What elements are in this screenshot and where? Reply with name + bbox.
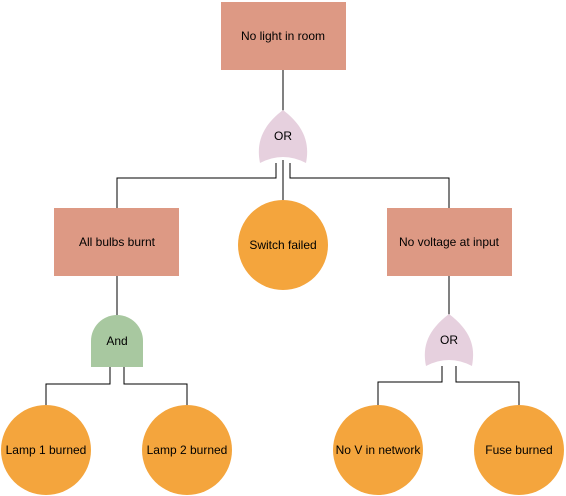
all-bulbs-node[interactable]: All bulbs burnt [54,208,179,276]
all-bulbs-label: All bulbs burnt [79,235,156,249]
lamp1-node[interactable]: Lamp 1 burned [1,405,91,495]
connector-or-to-fuse [455,366,520,407]
top-or-gate[interactable]: OR [258,110,308,163]
lamp1-circle [1,405,91,495]
no-voltage-label: No voltage at input [399,235,500,249]
connector-or-to-no-voltage [289,163,450,208]
connector-or-to-all-bulbs [116,163,277,208]
and-gate-label: And [106,334,127,348]
fuse-label: Fuse burned [485,443,552,457]
and-gate-shape [91,315,143,367]
voltage-or-gate[interactable]: OR [424,314,474,366]
all-bulbs-box [54,208,179,276]
switch-failed-node[interactable]: Switch failed [238,200,328,290]
top-event-node[interactable]: No light in room [221,2,346,70]
top-event-box [221,2,346,70]
no-voltage-box [387,208,512,276]
fuse-node[interactable]: Fuse burned [474,405,564,495]
connector-and-to-lamp1 [45,367,111,407]
connector-and-to-lamp2 [123,367,188,407]
fuse-circle [474,405,564,495]
no-v-network-label: No V in network [336,443,422,457]
voltage-or-gate-label: OR [440,333,458,347]
top-or-gate-shape [258,110,308,163]
voltage-or-gate-shape [424,314,474,366]
no-v-network-circle [333,405,423,495]
connector-or-to-no-v-network [377,366,443,407]
lamp2-label: Lamp 2 burned [147,443,228,457]
lamp2-node[interactable]: Lamp 2 burned [142,405,232,495]
top-or-gate-label: OR [274,129,292,143]
top-event-label: No light in room [241,29,325,43]
lamp1-label: Lamp 1 burned [6,443,87,457]
lamp2-circle [142,405,232,495]
switch-failed-circle [238,200,328,290]
no-v-network-node[interactable]: No V in network [333,405,423,495]
and-gate[interactable]: And [91,315,143,367]
no-voltage-node[interactable]: No voltage at input [387,208,512,276]
switch-failed-label: Switch failed [249,238,316,252]
connectors [45,70,520,407]
